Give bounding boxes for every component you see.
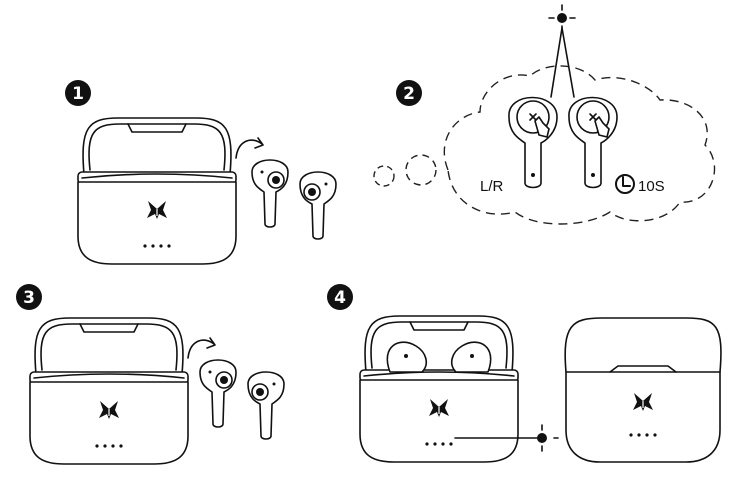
charging-case-open <box>30 318 188 464</box>
step-number: 1 <box>72 84 84 104</box>
clock-icon <box>615 174 635 194</box>
step-badge <box>65 80 91 106</box>
remove-arrow-icon <box>235 137 264 159</box>
earbud-left <box>199 359 237 428</box>
step-badge <box>16 284 42 310</box>
remove-arrow-icon <box>187 337 216 359</box>
step-3: 3 <box>16 284 285 464</box>
indicator-light-icon <box>557 13 567 23</box>
step-badge <box>396 80 422 106</box>
earbud-right-touch <box>568 96 618 189</box>
step-1: 1 <box>65 80 337 264</box>
step-badge <box>327 284 353 310</box>
step-number: 2 <box>403 84 415 104</box>
earbud-left <box>251 159 289 228</box>
charging-case-closed <box>564 317 722 463</box>
earbud-left-touch <box>508 96 558 189</box>
step-4: 4 <box>327 284 722 463</box>
earbud-right <box>247 371 285 440</box>
indicator-light-icon <box>537 433 547 443</box>
earbud-right <box>299 171 337 240</box>
touch-label: L/R <box>480 178 504 195</box>
step-number: 4 <box>334 288 346 308</box>
charging-case-open <box>78 118 236 264</box>
step-number: 3 <box>23 288 35 308</box>
charging-case-with-earbuds <box>360 316 518 462</box>
thought-cloud <box>443 65 716 225</box>
duration-label: 10S <box>638 178 665 195</box>
step-2: 2 L/R 10S <box>373 4 716 225</box>
